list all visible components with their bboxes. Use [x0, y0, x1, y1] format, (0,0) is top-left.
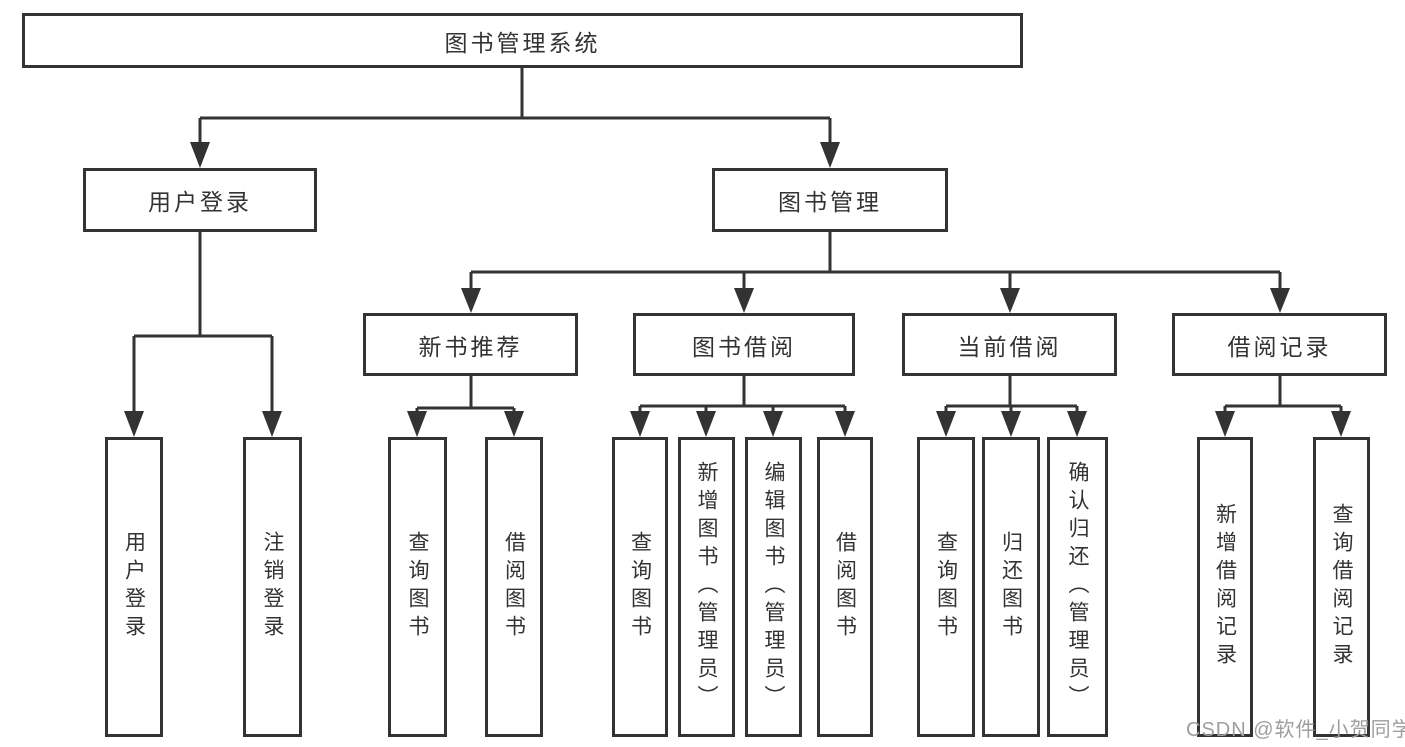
node-leaf-bb-edit-label: 编辑图书（管理员）: [762, 461, 785, 713]
node-leaf-br-add: 新增借阅记录: [1197, 437, 1253, 737]
node-user-login: 用户登录: [83, 168, 317, 232]
node-leaf-cb-confirm: 确认归还（管理员）: [1047, 437, 1108, 737]
node-root: 图书管理系统: [22, 13, 1023, 68]
arrowhead-cb-query: [936, 411, 956, 437]
arrowhead-book-borrow: [734, 288, 754, 313]
node-leaf-cb-return-label: 归还图书: [999, 531, 1023, 643]
arrowhead-borrow-records: [1270, 288, 1290, 313]
node-leaf-user-login: 用户登录: [105, 437, 163, 737]
node-new-books: 新书推荐: [363, 313, 578, 376]
connector-user-login-children: [132, 232, 274, 414]
node-leaf-bb-borrow-label: 借阅图书: [833, 531, 857, 643]
node-root-label: 图书管理系统: [444, 29, 601, 56]
arrowhead-br-query: [1331, 411, 1351, 437]
node-leaf-nb-query: 查询图书: [388, 437, 447, 737]
node-borrow-records: 借阅记录: [1172, 313, 1387, 376]
connector-book-borrow-children: [638, 376, 847, 414]
node-current-borrow: 当前借阅: [902, 313, 1117, 376]
node-leaf-nb-query-label: 查询图书: [406, 531, 429, 643]
node-new-books-label: 新书推荐: [418, 333, 523, 360]
node-leaf-bb-add: 新增图书（管理员）: [678, 437, 735, 737]
arrowhead-book-mgmt: [820, 142, 840, 168]
node-leaf-bb-query: 查询图书: [612, 437, 668, 737]
node-leaf-cb-query-label: 查询图书: [934, 531, 958, 643]
node-leaf-bb-borrow: 借阅图书: [817, 437, 873, 737]
node-book-borrow: 图书借阅: [633, 313, 855, 376]
arrowhead-current-borrow: [1000, 288, 1020, 313]
node-current-borrow-label: 当前借阅: [957, 333, 1062, 360]
node-user-login-label: 用户登录: [148, 189, 252, 215]
node-leaf-logout: 注销登录: [243, 437, 302, 737]
connector-borrow-records-children: [1223, 376, 1343, 414]
node-leaf-br-query: 查询借阅记录: [1313, 437, 1370, 737]
node-book-mgmt: 图书管理: [712, 168, 948, 232]
node-leaf-cb-confirm-label: 确认归还（管理员）: [1066, 461, 1089, 713]
node-leaf-logout-label: 注销登录: [261, 531, 284, 643]
node-leaf-nb-borrow-label: 借阅图书: [502, 531, 526, 643]
csdn-watermark: CSDN @软件_小贺同学: [1186, 719, 1405, 741]
connector-new-books-children: [415, 376, 516, 414]
node-leaf-nb-borrow: 借阅图书: [485, 437, 543, 737]
node-leaf-bb-edit: 编辑图书（管理员）: [745, 437, 802, 737]
node-leaf-bb-query-label: 查询图书: [628, 531, 652, 643]
arrowhead-nb-query: [407, 411, 427, 437]
node-leaf-br-query-label: 查询借阅记录: [1330, 503, 1353, 671]
connector-book-mgmt-children: [469, 232, 1282, 292]
arrowhead-nb-borrow: [504, 411, 524, 437]
arrowhead-bb-add: [696, 411, 716, 437]
arrowhead-user-login: [190, 142, 210, 168]
node-leaf-br-add-label: 新增借阅记录: [1213, 503, 1237, 671]
node-leaf-bb-add-label: 新增图书（管理员）: [695, 461, 718, 713]
node-leaf-cb-return: 归还图书: [982, 437, 1040, 737]
node-leaf-user-login-label: 用户登录: [122, 531, 146, 643]
connector-current-borrow-children: [944, 376, 1079, 414]
node-leaf-cb-query: 查询图书: [917, 437, 975, 737]
node-book-mgmt-label: 图书管理: [778, 189, 882, 215]
arrowhead-br-add: [1215, 411, 1235, 437]
arrowhead-bb-edit: [763, 411, 783, 437]
arrowhead-bb-borrow: [835, 411, 855, 437]
connector-root-to-level2: [198, 68, 832, 146]
arrowhead-bb-query: [630, 411, 650, 437]
arrowhead-leaf-logout: [262, 411, 282, 437]
arrowhead-cb-confirm: [1067, 411, 1087, 437]
node-book-borrow-label: 图书借阅: [692, 333, 796, 360]
node-borrow-records-label: 借阅记录: [1227, 333, 1332, 360]
arrowhead-leaf-user-login: [124, 411, 144, 437]
arrowhead-new-books: [461, 288, 481, 313]
arrowhead-cb-return: [1001, 411, 1021, 437]
